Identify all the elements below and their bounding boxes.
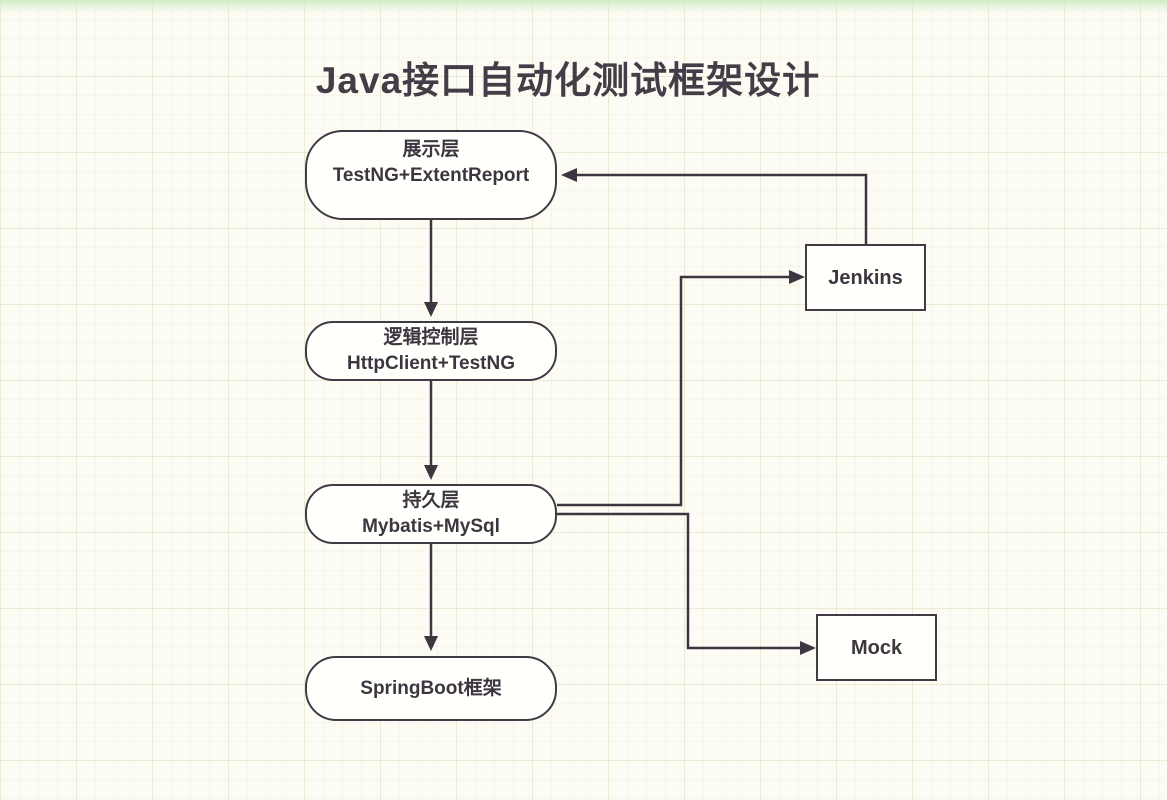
node-logic-control-layer: 逻辑控制层 HttpClient+TestNG [305,321,557,381]
node-mock: Mock [816,614,937,681]
node-persistence-layer-name: 持久层 [402,490,460,511]
edge-jenkins-to-display [577,173,868,244]
arrowhead-right-mock-icon [800,641,816,655]
arrowhead-down-springboot-icon [424,636,438,651]
node-persistence-layer-tech: Mybatis+MySql [362,516,500,537]
node-jenkins: Jenkins [805,244,926,311]
arrowhead-down-persistence-icon [424,465,438,480]
node-persistence-layer: 持久层 Mybatis+MySql [305,484,557,544]
node-logic-layer-name: 逻辑控制层 [383,327,479,348]
edge-persistence-to-jenkins [557,275,789,507]
node-jenkins-label: Jenkins [828,266,903,289]
node-springboot-label: SpringBoot框架 [360,677,502,699]
node-mock-label: Mock [850,636,903,659]
arrowhead-down-logic-icon [424,302,438,317]
node-springboot-framework: SpringBoot框架 [305,656,557,721]
node-logic-layer-tech: HttpClient+TestNG [346,353,515,374]
node-display-layer: 展示层 TestNG+ExtentReport [305,130,557,220]
node-display-layer-name: 展示层 [402,139,460,160]
arrowhead-right-jenkins-icon [789,270,805,284]
diagram-title: Java接口自动化测试框架设计 [315,60,821,101]
arrowhead-left-display-icon [561,168,577,182]
node-display-layer-tech: TestNG+ExtentReport [332,165,530,186]
edge-persistence-to-mock [557,512,800,650]
